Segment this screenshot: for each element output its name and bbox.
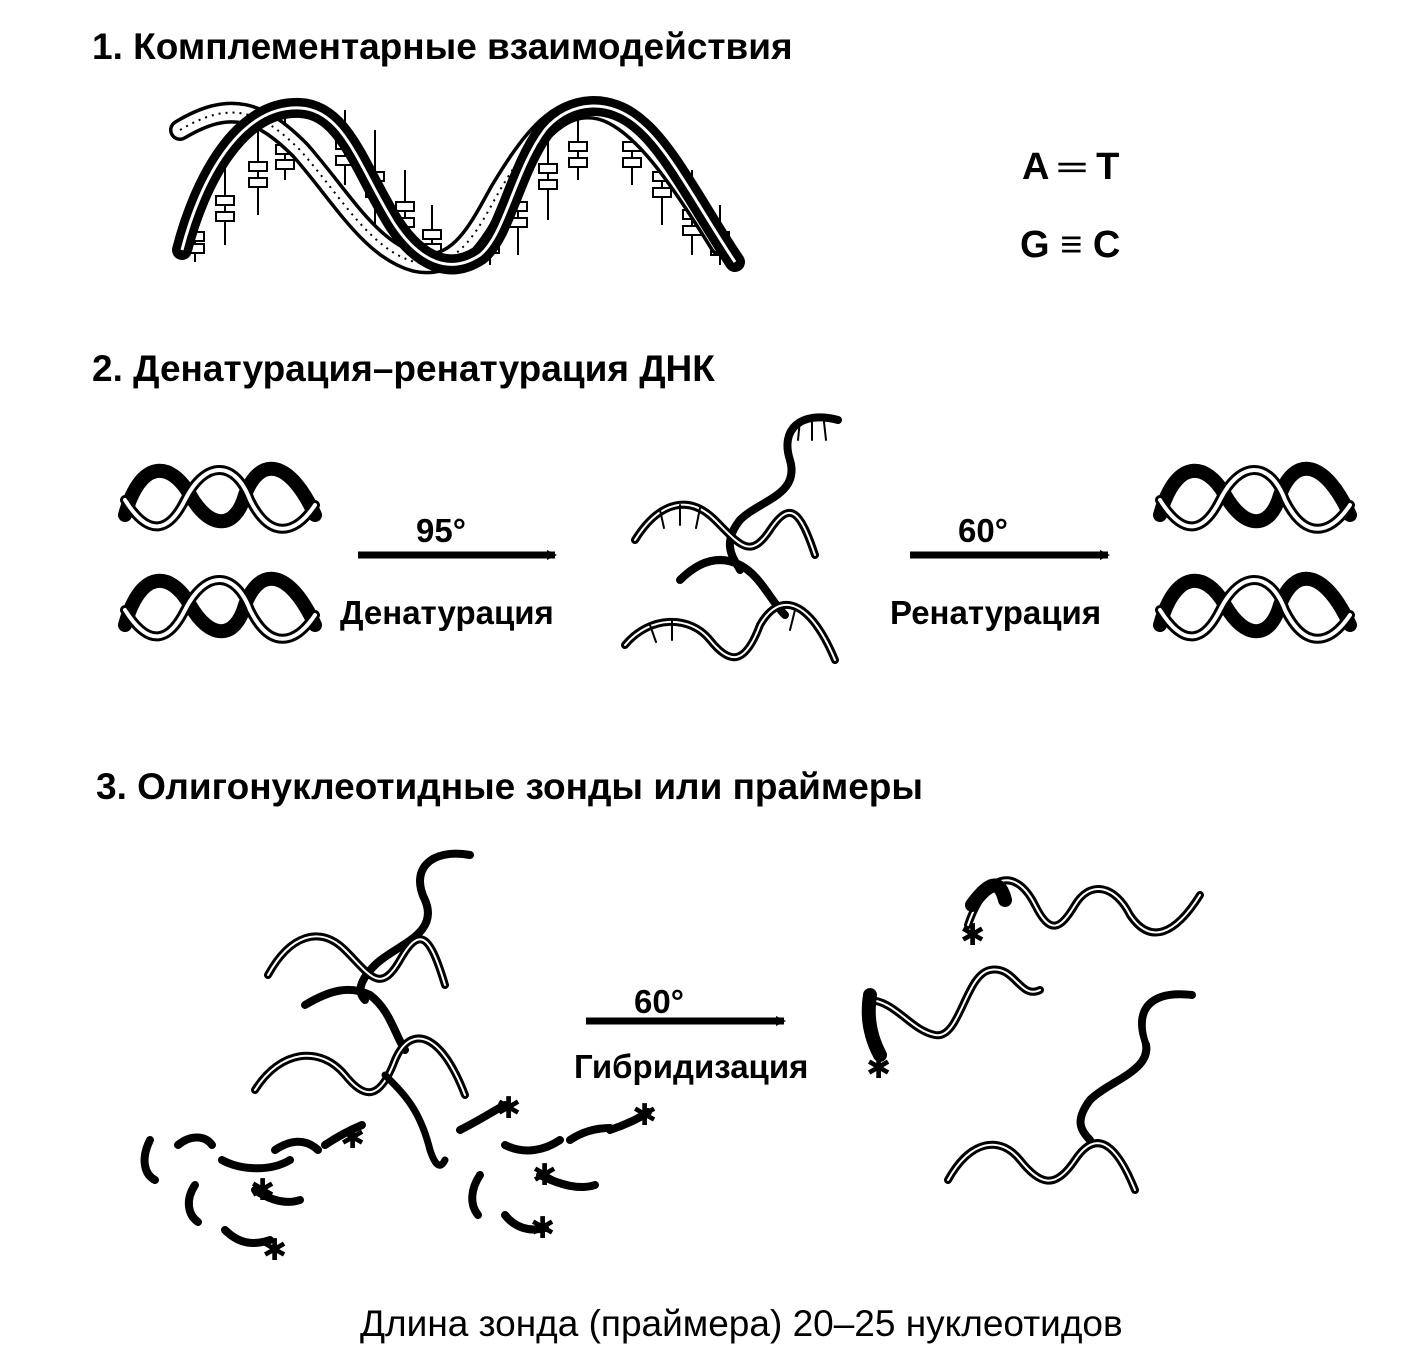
renaturation-temp: 60° [958, 512, 1008, 549]
svg-text:✱: ✱ [632, 1098, 657, 1133]
svg-text:✱: ✱ [866, 1051, 891, 1086]
svg-text:✱: ✱ [250, 1173, 275, 1208]
svg-text:✱: ✱ [532, 1158, 557, 1193]
probe-length-caption: Длина зонда (праймера) 20–25 нуклеотидов [360, 1303, 1123, 1344]
dsdna-right-top [1153, 461, 1357, 534]
svg-text:✱: ✱ [340, 1121, 365, 1156]
hybridized-strands [861, 876, 1204, 1194]
dsdna-right-bottom [1153, 571, 1357, 644]
section1-title: 1. Комплементарные взаимодействия [92, 26, 793, 67]
section3-title: 3. Олигонуклеотидные зонды или праймеры [96, 766, 924, 807]
hybridization-label: Гибридизация [574, 1048, 809, 1085]
svg-text:✱: ✱ [530, 1211, 555, 1246]
hybridized-label-asterisks: ✱ ✱ [866, 918, 985, 1086]
svg-text:✱: ✱ [496, 1091, 521, 1126]
denaturation-temp: 95° [416, 512, 466, 549]
ssdna-strands-left [251, 849, 474, 1169]
base-pair-at: A ═ T [1022, 146, 1120, 188]
denaturation-label: Денатурация [340, 594, 554, 631]
svg-text:✱: ✱ [960, 918, 985, 953]
section2-title: 2. Денатурация–ренатурация ДНК [92, 348, 715, 389]
double-helix-large [169, 96, 745, 275]
renaturation-label: Ренатурация [890, 594, 1102, 631]
hybridization-temp: 60° [634, 983, 684, 1020]
dsdna-left-top [118, 461, 322, 534]
dsdna-left-bottom [118, 571, 322, 644]
svg-text:✱: ✱ [262, 1233, 287, 1268]
base-pair-gc: G ≡ C [1020, 224, 1121, 266]
probe-label-asterisks: ✱ ✱ ✱ ✱ ✱ ✱ ✱ [250, 1091, 657, 1268]
ssdna-strands-middle [621, 413, 842, 664]
probes-scattered [140, 1101, 652, 1247]
